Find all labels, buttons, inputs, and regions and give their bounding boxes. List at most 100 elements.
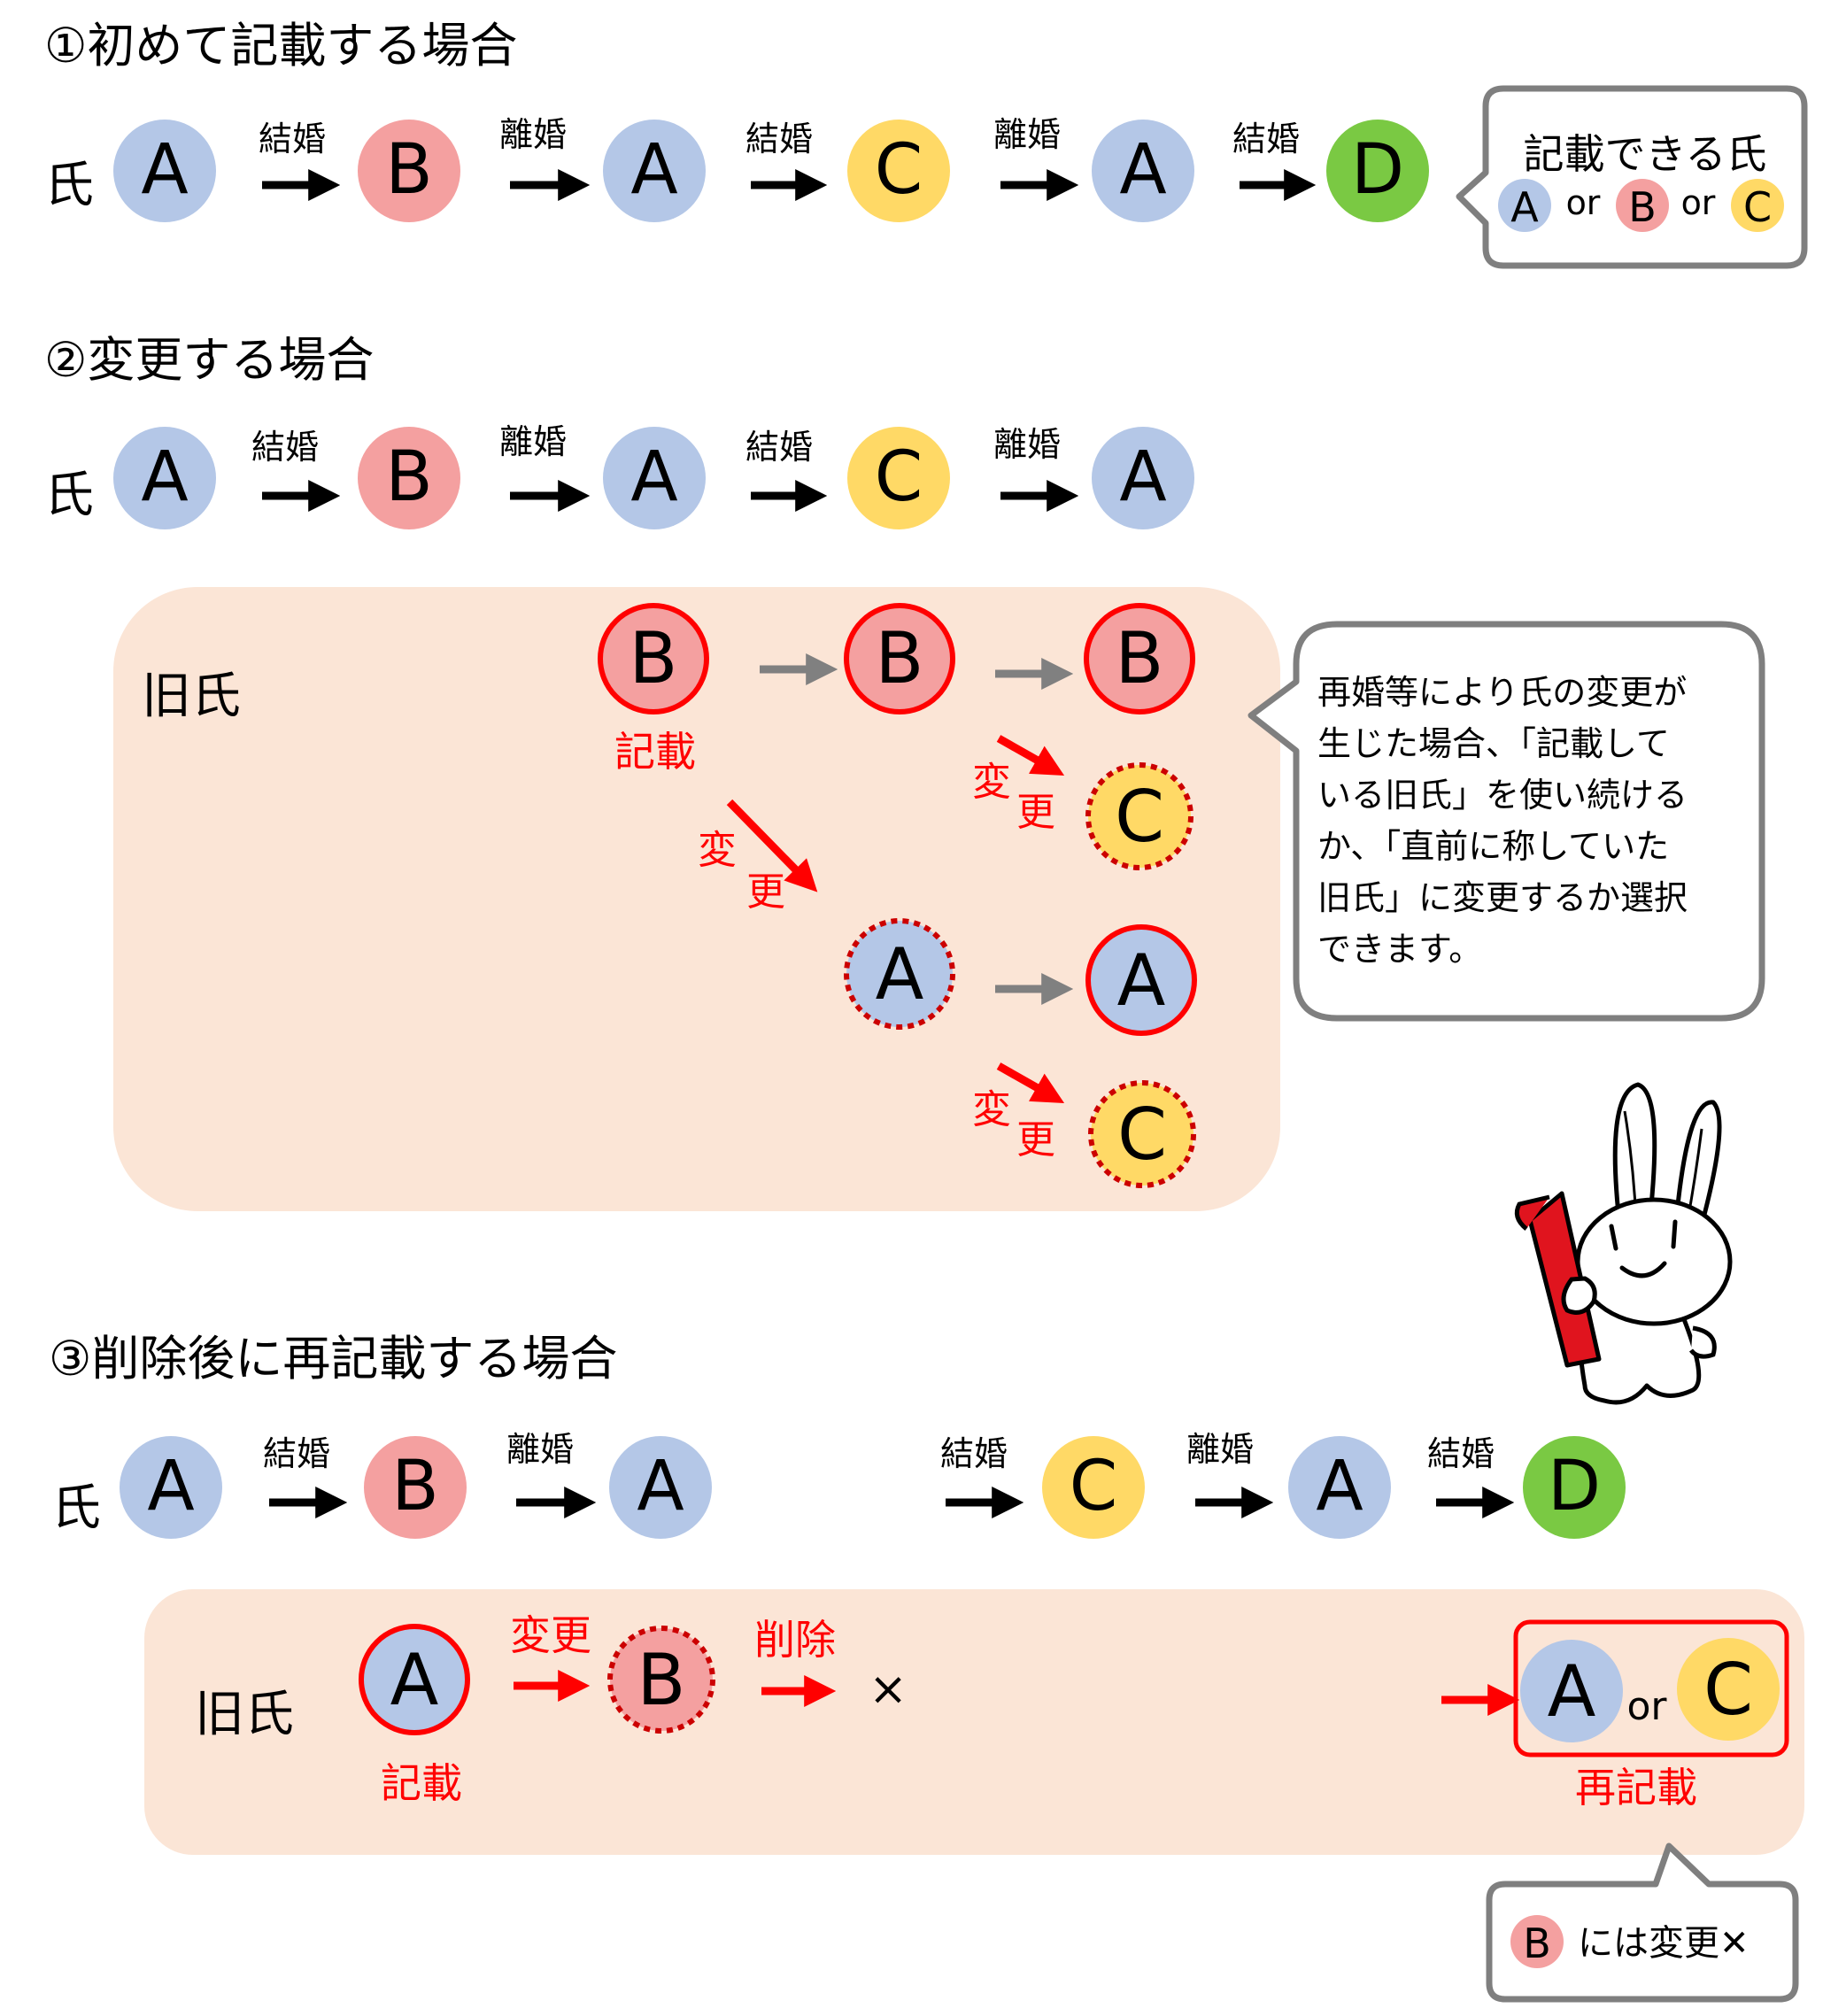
name-circle-c	[1042, 1436, 1145, 1539]
old-name-panel	[113, 587, 1280, 1211]
transition-5: 結婚	[1232, 120, 1317, 201]
name-circle-b	[1510, 1915, 1564, 1968]
name-letter: C	[875, 437, 923, 517]
transition-2: 離婚	[499, 115, 591, 201]
row-label-surname: 氏	[44, 157, 94, 214]
change-arrow-icon	[726, 799, 818, 892]
change-label: 更	[1016, 1117, 1055, 1162]
section-3: ③削除後に再記載する場合 氏 A 結婚 B 離婚 A 結婚 C 離婚 A 結婚 …	[49, 1331, 1804, 2003]
callout-bubble	[1486, 1842, 1799, 2003]
or-label: or	[1626, 1684, 1667, 1729]
name-letter: A	[630, 437, 677, 517]
recorded-circle-b	[844, 603, 955, 714]
name-letter: A	[1117, 939, 1166, 1022]
callout-title: 記載できる氏	[1523, 130, 1766, 178]
name-letter: C	[1703, 1649, 1753, 1731]
transition-label: 離婚	[1186, 1430, 1254, 1469]
panel-label-old-name: 旧氏	[142, 668, 241, 725]
rerecord-options-box	[1513, 1619, 1789, 1757]
name-letter: A	[1119, 437, 1166, 517]
chain-step-1: A	[113, 120, 216, 222]
change-label: 変更	[510, 1611, 591, 1659]
transition-label: 結婚	[745, 428, 813, 467]
name-letter: B	[637, 1639, 686, 1721]
callout-explanation: 再婚等により氏の変更が 生じた場合、「記載して いる旧氏」を使い続ける か、「直…	[1248, 621, 1765, 1022]
callout-line: 再婚等により氏の変更が	[1317, 673, 1687, 712]
name-circle-a	[1520, 1640, 1623, 1742]
recorded-circle-b	[1084, 603, 1195, 714]
name-letter: A	[390, 1639, 439, 1721]
name-circle-a	[1498, 179, 1551, 232]
name-letter: D	[1548, 1447, 1601, 1526]
transition-label: 離婚	[506, 1430, 574, 1469]
recorded-circle-a	[359, 1624, 470, 1735]
name-letter: D	[1351, 130, 1404, 210]
name-circle-a	[609, 1436, 712, 1539]
section-2-title: ②変更する場合	[44, 332, 374, 388]
name-circle-a	[603, 120, 706, 222]
name-letter: B	[385, 437, 433, 517]
or-label: or	[1566, 183, 1601, 222]
transition-label: 離婚	[993, 425, 1061, 464]
rerecord-label: 再記載	[1575, 1764, 1697, 1811]
chain-step-4: C	[847, 120, 950, 222]
transition-label: 結婚	[1427, 1434, 1495, 1473]
name-letter: C	[1743, 183, 1772, 231]
callout-line: いる旧氏」を使い続ける	[1317, 776, 1688, 815]
callout-line: か、「直前に称していた	[1317, 827, 1669, 866]
callout-line: 旧氏」に変更するか選択	[1317, 878, 1688, 917]
name-letter: B	[1628, 183, 1657, 231]
transition-label: 結婚	[745, 120, 813, 158]
section-2: ②変更する場合 氏 A 結婚 B 離婚 A 結婚 C 離婚 A 旧氏 B 記載 …	[44, 332, 1765, 1211]
section-1: ①初めて記載する場合 氏 A 結婚 B 離婚 A 結婚 C	[44, 18, 1808, 269]
panel-label-old-name: 旧氏	[195, 1686, 294, 1743]
candidate-circle-c	[1085, 762, 1193, 870]
record-label: 記載	[614, 728, 696, 776]
record-label: 記載	[381, 1759, 462, 1807]
name-circle-a	[120, 1436, 222, 1539]
change-label: 更	[1016, 790, 1055, 835]
recorded-circle-a	[1085, 924, 1197, 1036]
name-letter: A	[1510, 183, 1539, 231]
name-circle-a	[1092, 427, 1194, 529]
or-label: or	[1681, 183, 1716, 222]
name-circle-c	[847, 427, 950, 529]
name-letter: B	[1523, 1919, 1551, 1967]
row-label-surname: 氏	[51, 1479, 101, 1537]
callout-line: 生じた場合、「記載して	[1317, 724, 1670, 763]
name-circle-d	[1523, 1436, 1626, 1539]
transition-label: 離婚	[499, 422, 567, 461]
name-circle-d	[1326, 120, 1429, 222]
transition-label: 結婚	[259, 120, 326, 158]
name-circle-c	[1677, 1638, 1780, 1741]
section-1-title: ①初めて記載する場合	[44, 18, 517, 73]
name-letter: A	[141, 130, 188, 210]
name-circle-a	[113, 120, 216, 222]
change-label: 変	[698, 828, 737, 873]
name-letter: B	[391, 1447, 439, 1526]
chain-step-6: D	[1326, 120, 1429, 222]
old-name-panel	[144, 1589, 1804, 1855]
candidate-circle-a	[844, 918, 955, 1030]
transition-1: 結婚	[259, 120, 341, 201]
name-circle-c	[847, 120, 950, 222]
callout-selectable-names: 記載できる氏 A or B or C	[1456, 85, 1808, 269]
name-letter: B	[876, 617, 924, 699]
chain-step-3: A	[603, 120, 706, 222]
transition-label: 離婚	[499, 115, 567, 154]
transition-label: 結婚	[251, 428, 319, 467]
recorded-circle-b	[598, 603, 709, 714]
transition-label: 結婚	[940, 1434, 1008, 1473]
name-letter: A	[637, 1447, 684, 1526]
row-label-surname: 氏	[44, 467, 94, 524]
transition-4: 離婚	[993, 115, 1079, 201]
change-arrow-icon	[996, 1062, 1065, 1103]
name-circle-b	[358, 427, 460, 529]
name-circle-b	[364, 1436, 467, 1539]
name-circle-b	[358, 120, 460, 222]
name-letter: C	[1070, 1447, 1117, 1526]
name-letter: A	[876, 933, 924, 1016]
name-letter: A	[1316, 1447, 1363, 1526]
name-letter: C	[875, 130, 923, 210]
name-circle-a	[1288, 1436, 1391, 1539]
